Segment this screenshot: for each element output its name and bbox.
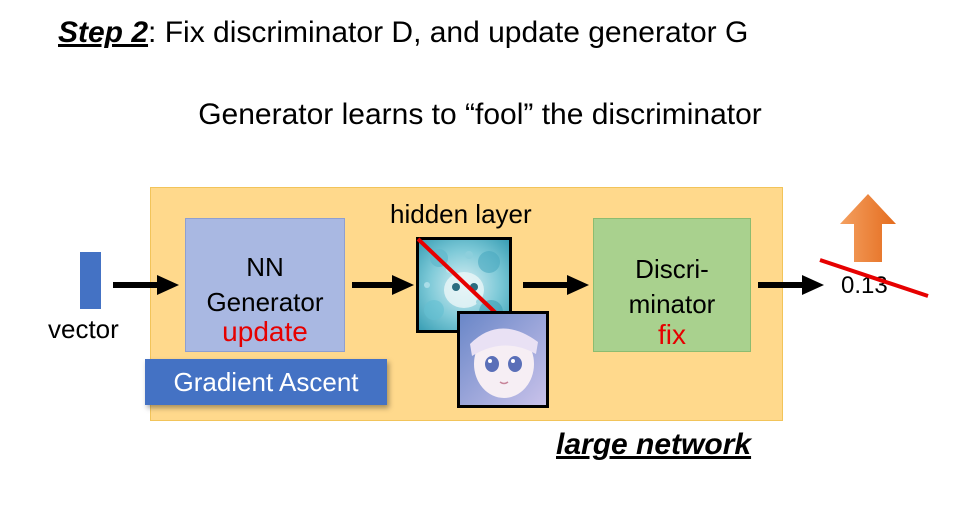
step-label: Step 2 xyxy=(58,16,149,49)
strike-through-line xyxy=(416,237,502,319)
up-arrow-icon xyxy=(840,194,896,262)
generator-label-nn: NN xyxy=(246,252,284,282)
generated-image-clean xyxy=(457,311,549,408)
strike-through-line xyxy=(819,258,929,298)
gradient-ascent-box: Gradient Ascent xyxy=(145,359,387,405)
vector-label: vector xyxy=(48,314,119,344)
input-vector-block xyxy=(80,252,101,309)
title-text: : Fix discriminator D, and update genera… xyxy=(148,16,749,49)
generator-label-generator: Generator xyxy=(206,287,324,317)
large-network-label: large network xyxy=(556,428,752,461)
arrow-right-icon xyxy=(523,275,589,295)
slide-title: Step 2: Fix discriminator D, and update … xyxy=(58,16,748,50)
arrow-right-icon xyxy=(758,275,824,295)
slide-subtitle: Generator learns to “fool” the discrimin… xyxy=(198,98,762,131)
arrow-right-icon xyxy=(113,275,179,295)
discriminator-label-1: Discri- xyxy=(635,254,709,284)
arrow-right-icon xyxy=(352,275,414,295)
generator-status-update: update xyxy=(222,316,308,347)
generator-box xyxy=(185,218,345,352)
discriminator-status-fix: fix xyxy=(658,319,686,350)
discriminator-label-2: minator xyxy=(628,289,716,319)
anime-face-image xyxy=(460,314,546,405)
hidden-layer-label: hidden layer xyxy=(390,199,532,229)
discriminator-box xyxy=(593,218,751,352)
